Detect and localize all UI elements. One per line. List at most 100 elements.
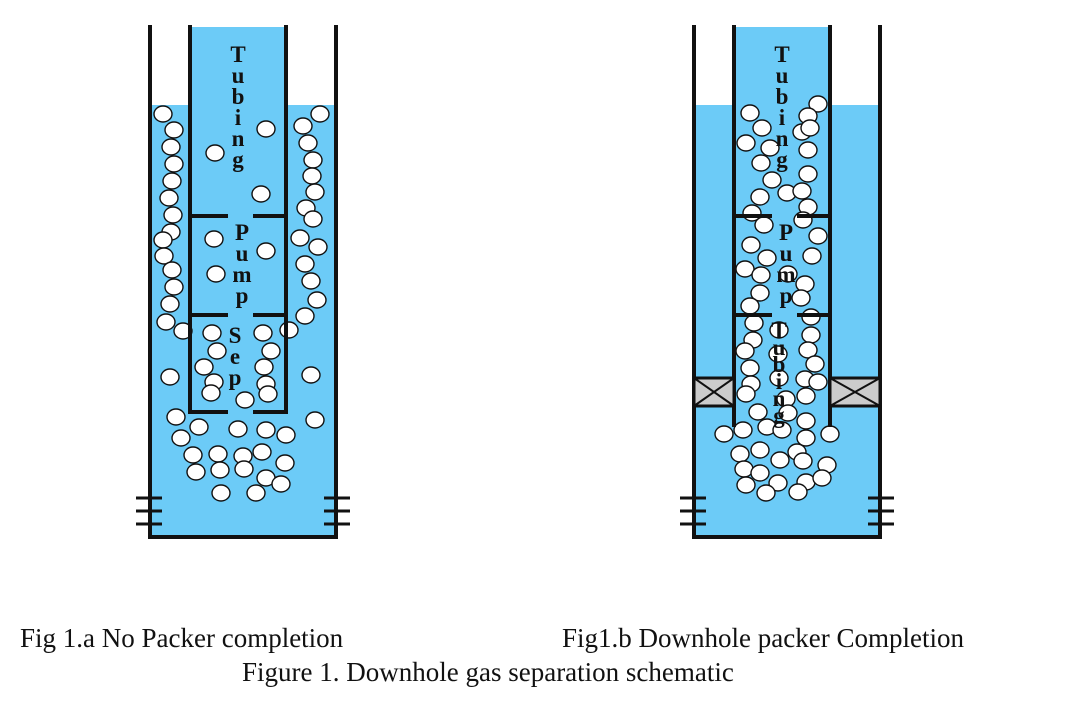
label-letter: T bbox=[771, 318, 786, 343]
gas-bubble-icon bbox=[798, 141, 818, 159]
label-letter: P bbox=[235, 220, 249, 245]
gas-bubble-icon bbox=[820, 425, 840, 443]
gas-bubble-icon bbox=[770, 451, 790, 469]
gas-bubble-icon bbox=[808, 227, 828, 245]
gas-bubble-icon bbox=[293, 117, 313, 135]
gas-bubbles-group bbox=[714, 95, 840, 502]
gas-bubble-icon bbox=[159, 189, 179, 207]
gas-bubble-icon bbox=[760, 139, 780, 157]
label-letter: n bbox=[232, 126, 245, 151]
gas-bubble-icon bbox=[791, 289, 811, 307]
gas-bubble-icon bbox=[733, 421, 753, 439]
casing-wall bbox=[692, 25, 882, 539]
gas-bubble-icon bbox=[750, 441, 770, 459]
gas-bubble-icon bbox=[298, 134, 318, 152]
gas-bubble-icon bbox=[308, 238, 328, 256]
gas-bubble-icon bbox=[741, 236, 761, 254]
gas-bubble-icon bbox=[206, 265, 226, 283]
gas-bubble-icon bbox=[801, 326, 821, 344]
gas-bubble-icon bbox=[768, 345, 788, 363]
gas-bubble-icon bbox=[301, 366, 321, 384]
gas-bubble-icon bbox=[307, 291, 327, 309]
figure-caption: Figure 1. Downhole gas separation schema… bbox=[242, 657, 734, 687]
gas-bubble-icon bbox=[730, 445, 750, 463]
gas-bubble-icon bbox=[798, 165, 818, 183]
gas-bubble-icon bbox=[164, 278, 184, 296]
gas-bubble-icon bbox=[189, 418, 209, 436]
gas-bubble-icon bbox=[256, 242, 276, 260]
gas-bubble-icon bbox=[194, 358, 214, 376]
gas-bubble-icon bbox=[254, 358, 274, 376]
gas-bubble-icon bbox=[735, 342, 755, 360]
gas-bubble-icon bbox=[202, 324, 222, 342]
gas-bubble-icon bbox=[276, 426, 296, 444]
gas-bubble-icon bbox=[163, 206, 183, 224]
gas-bubble-icon bbox=[162, 261, 182, 279]
gas-bubble-icon bbox=[275, 454, 295, 472]
caption-fig-a: Fig 1.a No Packer completion bbox=[20, 623, 344, 653]
gas-bubble-icon bbox=[246, 484, 266, 502]
perforation-icon bbox=[680, 496, 894, 526]
gas-bubble-icon bbox=[750, 464, 770, 482]
gas-bubble-icon bbox=[211, 484, 231, 502]
gas-bubble-icon bbox=[802, 247, 822, 265]
gas-bubble-icon bbox=[305, 183, 325, 201]
label-letter: n bbox=[773, 386, 786, 411]
label-letter: i bbox=[776, 369, 783, 394]
packer-icon bbox=[692, 376, 882, 408]
gas-bubble-icon bbox=[751, 154, 771, 172]
gas-bubble-icon bbox=[714, 425, 734, 443]
gas-bubble-icon bbox=[793, 452, 813, 470]
label-letter: u bbox=[236, 241, 249, 266]
gas-bubble-icon bbox=[778, 265, 798, 283]
gas-bubble-icon bbox=[171, 429, 191, 447]
gas-bubble-icon bbox=[207, 342, 227, 360]
gas-bubble-icon bbox=[734, 460, 754, 478]
gas-bubble-icon bbox=[792, 182, 812, 200]
gas-bubble-icon bbox=[235, 391, 255, 409]
gas-bubble-icon bbox=[310, 105, 330, 123]
gas-bubble-icon bbox=[156, 313, 176, 331]
label-letter: u bbox=[776, 63, 789, 88]
label-letter: T bbox=[774, 42, 789, 67]
label-letter: e bbox=[230, 344, 240, 369]
gas-bubble-icon bbox=[768, 474, 788, 492]
label-letter: b bbox=[773, 352, 786, 377]
gas-bubble-icon bbox=[812, 469, 832, 487]
gas-bubble-icon bbox=[186, 463, 206, 481]
label-letter: p bbox=[236, 283, 249, 308]
gas-bubble-icon bbox=[228, 420, 248, 438]
gas-bubble-icon bbox=[256, 120, 276, 138]
label-letter: b bbox=[776, 84, 789, 109]
label-separator: Sep bbox=[229, 323, 242, 390]
gas-bubble-icon bbox=[736, 385, 756, 403]
gas-bubble-icon bbox=[160, 295, 180, 313]
label-letter: g bbox=[776, 147, 788, 172]
gas-bubble-icon bbox=[252, 443, 272, 461]
gas-bubbles-group bbox=[153, 105, 330, 502]
label-letter: g bbox=[232, 147, 244, 172]
gas-bubble-icon bbox=[736, 476, 756, 494]
gas-bubble-icon bbox=[153, 105, 173, 123]
gas-bubble-icon bbox=[208, 445, 228, 463]
wellbore-walls bbox=[148, 25, 338, 539]
label-letter: P bbox=[779, 220, 793, 245]
label-letter: u bbox=[780, 241, 793, 266]
label-letter: i bbox=[235, 105, 242, 130]
gas-bubble-icon bbox=[261, 342, 281, 360]
tubing-fluid bbox=[190, 27, 286, 105]
gas-bubble-icon bbox=[290, 229, 310, 247]
label-letter: S bbox=[229, 323, 242, 348]
gas-bubble-icon bbox=[162, 172, 182, 190]
label-letter: g bbox=[773, 403, 785, 428]
gas-bubble-icon bbox=[279, 321, 299, 339]
gas-bubble-icon bbox=[204, 230, 224, 248]
gas-bubble-icon bbox=[295, 307, 315, 325]
